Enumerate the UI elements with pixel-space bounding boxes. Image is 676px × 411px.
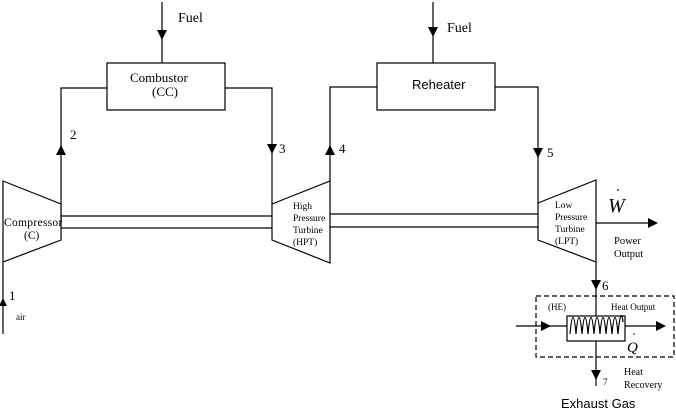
arrow-down-icon [267,144,277,154]
work-dot [617,189,619,191]
exhaust-label: Exhaust Gas [561,396,636,411]
arrow-up-icon [325,145,335,155]
heat-recovery-boundary: (HE) Heat Output [535,295,675,358]
arrow-down-icon [157,30,167,40]
arrow-right-icon [541,321,551,331]
state-4: 4 [339,141,346,156]
arrow-up-icon [0,298,7,306]
flow-line-5: 5 [495,86,554,203]
combustor-label: Combustor [130,70,188,85]
state-5: 5 [547,145,554,160]
he-label: (HE) [548,302,566,312]
heat-recovery-label-2: Recovery [624,380,662,391]
air-label: air [16,312,26,322]
heat-dot [633,333,635,335]
arrow-down-icon [428,27,438,37]
reheater: Reheater [376,62,496,111]
power-label-1: Power [614,236,641,247]
compressor-label: Compressor [4,217,63,229]
fuel-label-2: Fuel [447,21,472,36]
hpt-label-2: Pressure [293,214,325,224]
heat-output-label: Heat Output [611,302,656,312]
state-3: 3 [279,141,286,156]
low-pressure-turbine: Low Pressure Turbine (LPT) [537,179,597,263]
work-symbol: W [608,195,627,217]
power-label-2: Output [614,249,643,260]
high-pressure-turbine: High Pressure Turbine (HPT) [271,180,331,264]
state-2: 2 [70,127,77,142]
lpt-label-2: Pressure [555,213,587,223]
flow-line-7: 7 Heat Recovery Exhaust Gas [561,341,662,411]
coil-icon [569,315,624,335]
heat-recovery-label-1: Heat [624,367,643,378]
state-7: 7 [603,377,608,387]
fuel-label-1: Fuel [178,11,203,26]
state-1: 1 [9,288,16,303]
arrow-up-icon [56,145,66,155]
arrow-down-icon [533,148,543,158]
hpt-label-1: High [293,202,312,212]
heat-symbol: Q [627,340,638,356]
air-inlet: 1 air [0,262,26,334]
hpt-label-4: (HPT) [293,237,317,248]
flow-line-3: 3 [225,87,286,205]
lpt-label-4: (LPT) [555,236,578,247]
lpt-label-3: Turbine [555,225,585,235]
flow-line-4: 4 [325,86,377,181]
fuel-input-combustor: Fuel [157,2,203,63]
arrow-right-icon [656,321,666,331]
arrow-right-icon [648,218,658,228]
shaft [61,213,538,229]
heat-exchanger: Q [516,315,666,356]
combustor-abbrev: (CC) [152,84,178,99]
fuel-input-reheater: Fuel [428,2,472,63]
reheater-label: Reheater [412,77,466,92]
flow-line-2: 2 [56,87,107,222]
hpt-label-3: Turbine [293,226,323,236]
compressor: Compressor (C) [2,180,63,263]
combustor: Combustor (CC) [106,62,226,111]
power-output: W Power Output [596,189,658,260]
compressor-abbrev: (C) [24,230,40,242]
arrow-down-icon [591,370,601,380]
arrow-down-icon [591,280,601,290]
state-6: 6 [602,278,609,293]
lpt-label-1: Low [555,201,573,211]
